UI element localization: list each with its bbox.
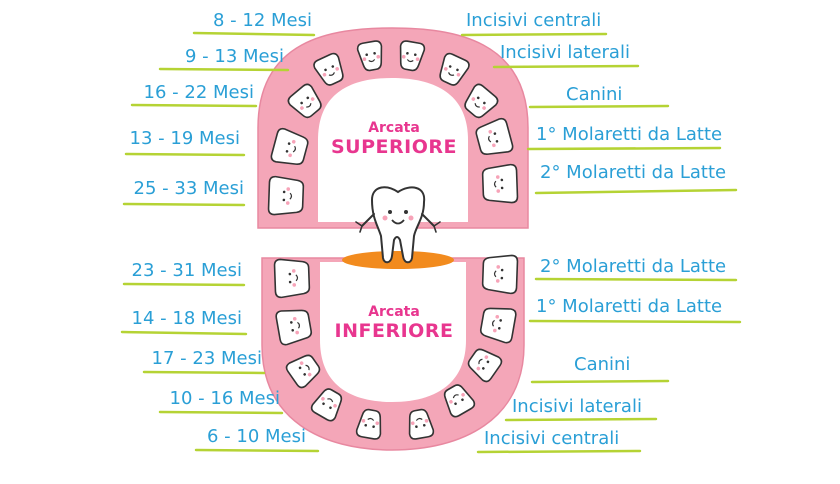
label-underline-12 xyxy=(142,370,266,375)
label-underline-0 xyxy=(192,31,316,37)
label-underline-2 xyxy=(130,103,258,108)
lower-arch-title: Arcata INFERIORE xyxy=(314,304,474,342)
upper-arch-title: Arcata SUPERIORE xyxy=(314,120,474,158)
lower-second-molar-right-icon xyxy=(481,254,519,295)
lower-second-molar-left-icon xyxy=(273,258,311,299)
upper-canine-right-icon xyxy=(464,83,499,119)
lower-central-incisor-left-icon xyxy=(355,408,382,440)
label-underline-16 xyxy=(528,319,742,324)
label-underline-4 xyxy=(122,202,246,207)
upper-second-molar-left-icon xyxy=(267,175,305,216)
lower-tooth-canines: Canini xyxy=(574,354,631,375)
lower-tooth-first-molars: 1° Molaretti da Latte xyxy=(536,296,723,317)
lower-floor xyxy=(320,262,466,402)
upper-second-molar-right-icon xyxy=(481,163,519,204)
upper-age-lateral-incisors: 9 - 13 Mesi xyxy=(185,46,284,67)
lower-canine-right-icon xyxy=(467,348,503,383)
lower-age-canines: 17 - 23 Mesi xyxy=(151,348,262,369)
label-underline-8 xyxy=(526,146,722,151)
lower-age-lateral-incisors: 10 - 16 Mesi xyxy=(169,388,280,409)
label-underline-19 xyxy=(476,449,642,454)
lower-age-central-incisors: 6 - 10 Mesi xyxy=(207,426,306,447)
upper-tooth-central-incisors: Incisivi centrali xyxy=(466,10,602,31)
upper-lateral-incisor-left-icon xyxy=(313,52,344,86)
upper-age-central-incisors: 8 - 12 Mesi xyxy=(213,10,312,31)
lower-arch-name: INFERIORE xyxy=(334,320,454,342)
label-underline-17 xyxy=(530,379,670,384)
lower-arch-word: Arcata xyxy=(368,304,420,320)
upper-central-incisor-left-icon xyxy=(356,40,383,72)
lower-canine-left-icon xyxy=(285,354,321,389)
upper-first-molar-right-icon xyxy=(475,117,514,155)
upper-arch-word: Arcata xyxy=(368,120,420,136)
lower-tooth-central-incisors: Incisivi centrali xyxy=(484,428,620,449)
label-underline-15 xyxy=(534,277,738,282)
lower-first-molar-left-icon xyxy=(275,309,313,346)
label-underline-10 xyxy=(122,282,246,287)
upper-age-first-molars: 13 - 19 Mesi xyxy=(129,128,240,149)
upper-canine-left-icon xyxy=(287,83,322,119)
label-underline-3 xyxy=(124,152,246,157)
label-underline-1 xyxy=(158,67,290,72)
upper-tooth-lateral-incisors: Incisivi laterali xyxy=(500,42,630,63)
upper-first-molar-left-icon xyxy=(270,127,309,165)
lower-lateral-incisor-left-icon xyxy=(310,388,343,422)
lower-tooth-second-molars: 2° Molaretti da Latte xyxy=(540,256,727,277)
upper-palate xyxy=(318,78,468,222)
lower-tooth-lateral-incisors: Incisivi laterali xyxy=(512,396,642,417)
label-underline-9 xyxy=(534,188,738,195)
upper-central-incisor-right-icon xyxy=(399,40,426,72)
upper-tooth-second-molars: 2° Molaretti da Latte xyxy=(540,162,727,183)
lower-lateral-incisor-right-icon xyxy=(443,384,476,418)
label-underline-7 xyxy=(528,104,670,109)
mascot-shadow xyxy=(342,251,454,269)
lower-central-incisor-right-icon xyxy=(408,408,435,440)
upper-tooth-first-molars: 1° Molaretti da Latte xyxy=(536,124,723,145)
label-underline-5 xyxy=(460,32,608,37)
smiling-tooth-mascot-icon xyxy=(355,186,441,264)
label-underline-18 xyxy=(504,417,658,422)
upper-age-canines: 16 - 22 Mesi xyxy=(143,82,254,103)
upper-arch-name: SUPERIORE xyxy=(331,136,457,158)
label-underline-14 xyxy=(194,448,320,453)
lower-age-second-molars: 23 - 31 Mesi xyxy=(131,260,242,281)
label-underline-11 xyxy=(120,330,248,336)
lower-age-first-molars: 14 - 18 Mesi xyxy=(131,308,242,329)
upper-tooth-canines: Canini xyxy=(566,84,623,105)
label-underline-6 xyxy=(492,64,640,69)
upper-age-second-molars: 25 - 33 Mesi xyxy=(133,178,244,199)
lower-first-molar-right-icon xyxy=(479,307,517,344)
label-underline-13 xyxy=(158,410,284,415)
upper-lateral-incisor-right-icon xyxy=(439,52,470,86)
